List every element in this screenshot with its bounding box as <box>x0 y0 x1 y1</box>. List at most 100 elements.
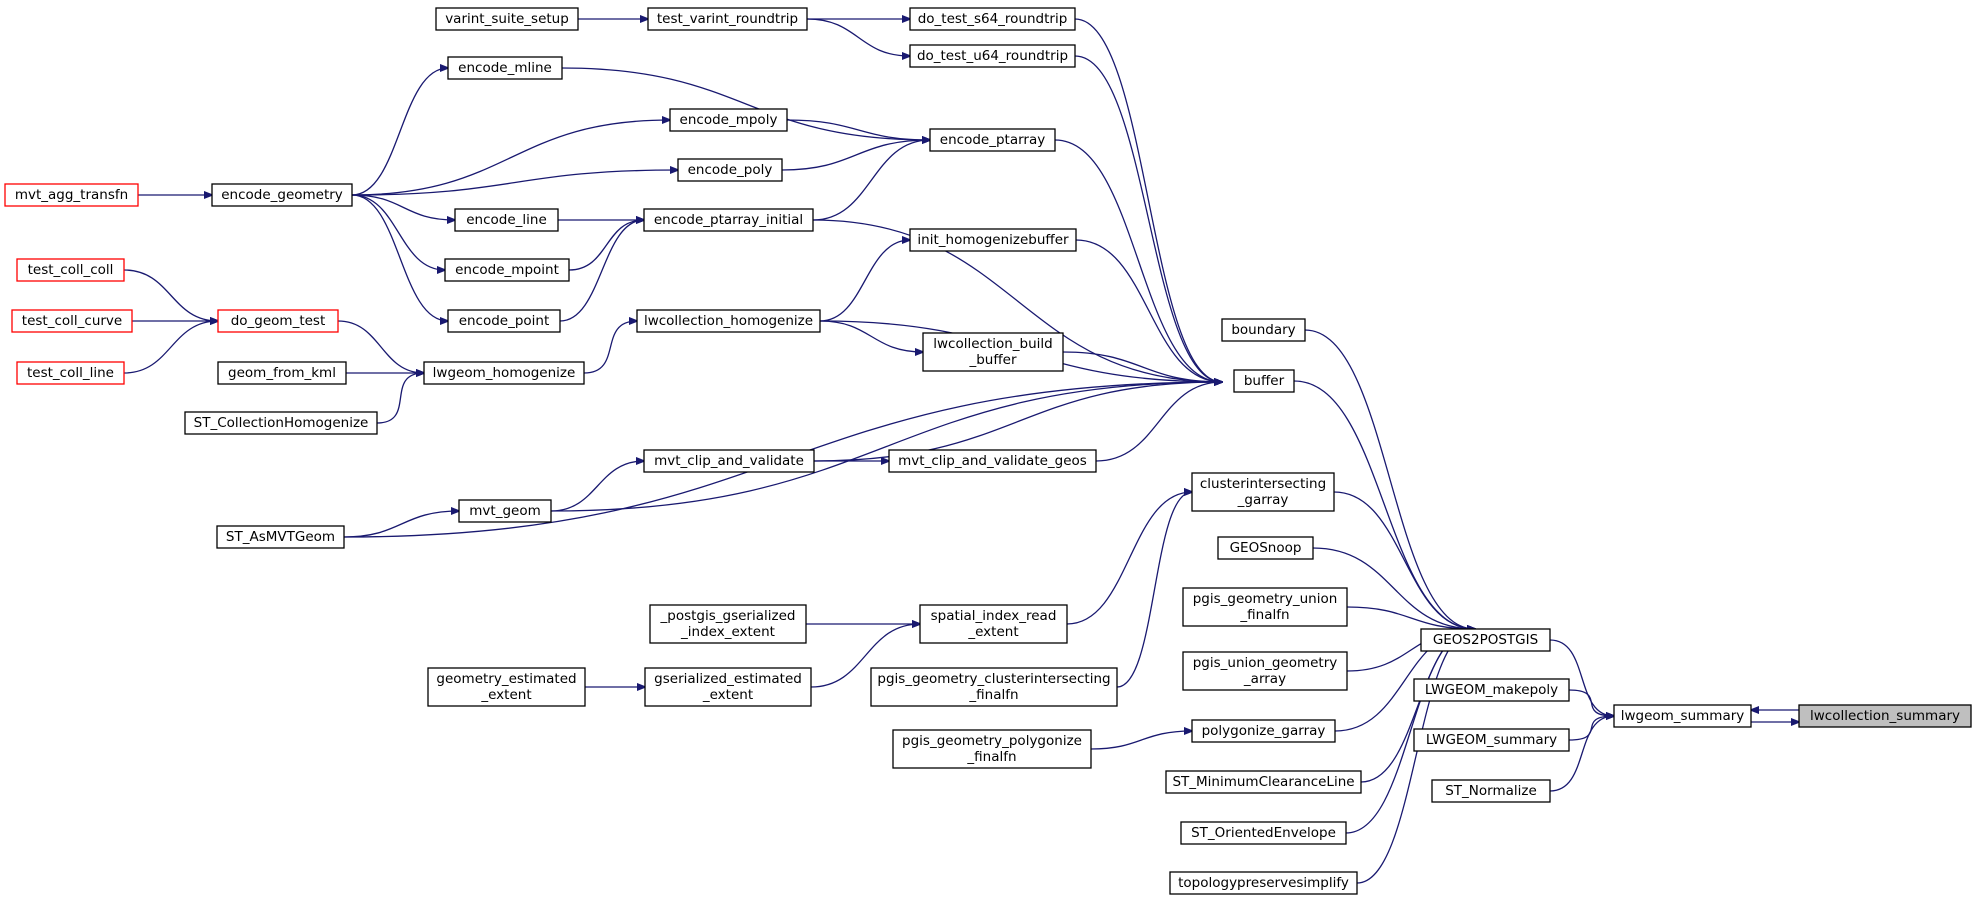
node-box <box>1180 821 1347 845</box>
node-label: test_coll_coll <box>28 262 114 278</box>
edge-n12-to-n7 <box>812 140 930 221</box>
node-label: lwcollection_build <box>933 336 1053 352</box>
node-geom-from-kml[interactable]: geom_from_kml <box>217 361 347 385</box>
node-box <box>1191 472 1335 512</box>
call-edge <box>812 140 930 221</box>
node-st-asmvtgeom[interactable]: ST_AsMVTGeom <box>216 525 345 549</box>
node-test-coll-coll[interactable]: test_coll_coll <box>16 258 125 282</box>
node-st-orientedenvelope[interactable]: ST_OrientedEnvelope <box>1180 821 1347 845</box>
node-clusterintersecting-garray[interactable]: clusterintersecting_garray <box>1191 472 1335 512</box>
call-edge <box>1568 689 1614 716</box>
node-st-minimumclearanceline[interactable]: ST_MinimumClearanceLine <box>1165 770 1362 794</box>
node-encode-ptarray[interactable]: encode_ptarray <box>929 128 1056 152</box>
node-label: ST_CollectionHomogenize <box>194 415 369 431</box>
edge-n21-to-n25 <box>1062 351 1222 382</box>
node-geometry-estimated-extent[interactable]: geometry_estimated_extent <box>427 667 586 707</box>
node-do-test-u64-roundtrip[interactable]: do_test_u64_roundtrip <box>909 44 1076 68</box>
node-label: encode_geometry <box>221 187 343 203</box>
node-box <box>919 604 1068 644</box>
call-edge <box>123 321 218 374</box>
node-box <box>423 361 585 385</box>
node-do-geom-test[interactable]: do_geom_test <box>217 309 339 333</box>
node-encode-mpoint[interactable]: encode_mpoint <box>444 258 570 282</box>
node-box <box>447 56 563 80</box>
node-pgis-geometry-clusterintersecting-finalfn[interactable]: pgis_geometry_clusterintersecting_finalf… <box>870 667 1118 707</box>
node-mvt-clip-and-validate[interactable]: mvt_clip_and_validate <box>643 449 815 473</box>
call-edge <box>343 511 459 538</box>
call-edge <box>1062 351 1222 382</box>
call-edge <box>1360 629 1475 783</box>
node-encode-ptarray-initial[interactable]: encode_ptarray_initial <box>643 208 814 232</box>
node-st-normalize[interactable]: ST_Normalize <box>1431 779 1551 803</box>
node-test-varint-roundtrip[interactable]: test_varint_roundtrip <box>647 7 808 31</box>
node-test-coll-curve[interactable]: test_coll_curve <box>11 309 133 333</box>
node-init-homogenizebuffer[interactable]: init_homogenizebuffer <box>909 228 1077 252</box>
node-encode-line[interactable]: encode_line <box>454 208 559 232</box>
node-encode-geometry[interactable]: encode_geometry <box>211 183 353 207</box>
node-box <box>444 258 570 282</box>
node-label: _buffer <box>968 352 1016 368</box>
node-test-coll-line[interactable]: test_coll_line <box>16 361 125 385</box>
edge-n29-to-n36 <box>1333 491 1475 629</box>
node-mvt-agg-transfn[interactable]: mvt_agg_transfn <box>4 183 139 207</box>
node-label: test_coll_line <box>27 365 114 381</box>
call-edge <box>351 170 678 196</box>
node-encode-poly[interactable]: encode_poly <box>677 158 783 182</box>
node-pgis-geometry-union-finalfn[interactable]: pgis_geometry_union_finalfn <box>1182 587 1348 627</box>
node-lwgeom-makepoly[interactable]: LWGEOM_makepoly <box>1413 678 1570 702</box>
node-box <box>447 309 561 333</box>
node-label: mvt_geom <box>469 503 540 519</box>
node-label: _postgis_gserialized <box>660 608 796 624</box>
call-edge <box>1075 239 1222 382</box>
node-lwgeom-summary[interactable]: lwgeom_summary <box>1613 704 1752 728</box>
node-box <box>929 128 1056 152</box>
edge-n10-to-n15 <box>351 194 445 270</box>
node-st-collectionhomogenize[interactable]: ST_CollectionHomogenize <box>184 411 378 435</box>
node-encode-mline[interactable]: encode_mline <box>447 56 563 80</box>
node-spatial-index-read-extent[interactable]: spatial_index_read_extent <box>919 604 1068 644</box>
node-do-test-s64-roundtrip[interactable]: do_test_s64_roundtrip <box>909 7 1076 31</box>
node-geosnoop[interactable]: GEOSnoop <box>1217 536 1314 560</box>
node-lwgeom-homogenize[interactable]: lwgeom_homogenize <box>423 361 585 385</box>
node-label: LWGEOM_summary <box>1426 732 1557 748</box>
node-box <box>184 411 378 435</box>
node-varint-suite-setup[interactable]: varint_suite_setup <box>435 7 579 31</box>
node-label: encode_poly <box>688 162 773 178</box>
node-lwcollection-build-buffer[interactable]: lwcollection_build_buffer <box>922 332 1064 372</box>
node-box <box>217 309 339 333</box>
node-lwcollection-summary[interactable]: lwcollection_summary <box>1798 704 1972 728</box>
node-mvt-geom[interactable]: mvt_geom <box>458 499 552 523</box>
node-geos2postgis[interactable]: GEOS2POSTGIS <box>1420 628 1551 652</box>
node-box <box>649 604 807 644</box>
node-encode-mpoly[interactable]: encode_mpoly <box>669 108 788 132</box>
node-box <box>11 309 133 333</box>
node-box <box>211 183 353 207</box>
node-box <box>1169 871 1358 895</box>
edge-n38-to-n35 <box>810 624 920 688</box>
node-label: _garray <box>1237 492 1289 508</box>
node-mvt-clip-and-validate-geos[interactable]: mvt_clip_and_validate_geos <box>888 449 1097 473</box>
node-label: mvt_clip_and_validate <box>654 453 804 469</box>
node-polygonize-garray[interactable]: polygonize_garray <box>1191 719 1336 743</box>
node-postgis-gserialized-index-extent[interactable]: _postgis_gserialized_index_extent <box>649 604 807 644</box>
node-label: encode_ptarray <box>940 132 1045 148</box>
call-edge <box>1549 716 1614 792</box>
node-lwcollection-homogenize[interactable]: lwcollection_homogenize <box>636 309 821 333</box>
node-pgis-geometry-polygonize-finalfn[interactable]: pgis_geometry_polygonize_finalfn <box>892 729 1092 769</box>
node-label: mvt_clip_and_validate_geos <box>898 453 1087 469</box>
node-encode-point[interactable]: encode_point <box>447 309 561 333</box>
node-lwgeom-summary[interactable]: LWGEOM_summary <box>1413 728 1570 752</box>
node-label: pgis_geometry_clusterintersecting <box>877 671 1110 687</box>
node-label: encode_line <box>466 212 547 228</box>
node-label: init_homogenizebuffer <box>917 232 1069 248</box>
node-boundary[interactable]: boundary <box>1221 318 1306 342</box>
node-label: lwcollection_homogenize <box>644 313 813 329</box>
node-box <box>892 729 1092 769</box>
edge-n10-to-n11 <box>351 194 455 220</box>
node-buffer[interactable]: buffer <box>1233 369 1295 393</box>
node-topologypreservesimplify[interactable]: topologypreservesimplify <box>1169 871 1358 895</box>
node-pgis-union-geometry-array[interactable]: pgis_union_geometry_array <box>1182 651 1348 691</box>
node-box <box>1221 318 1306 342</box>
edge-n30-to-n25 <box>550 382 1222 512</box>
node-gserialized-estimated-extent[interactable]: gserialized_estimated_extent <box>644 667 812 707</box>
